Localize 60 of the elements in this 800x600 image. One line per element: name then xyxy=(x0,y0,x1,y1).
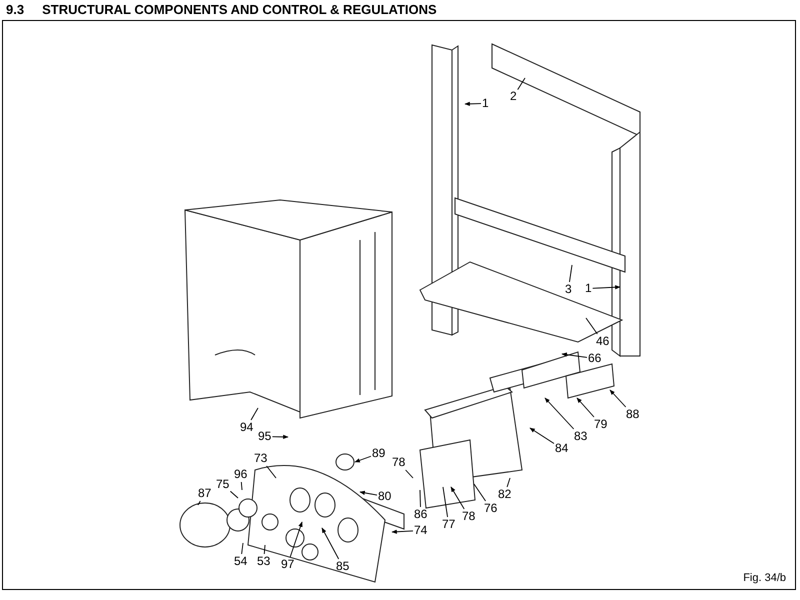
leader-line xyxy=(198,500,201,506)
callout-number: 84 xyxy=(555,442,568,455)
callout-number: 87 xyxy=(198,487,212,500)
leader-line xyxy=(464,102,482,106)
leader-line xyxy=(506,478,510,488)
callout-number: 86 xyxy=(414,508,428,521)
leader-line xyxy=(442,486,448,518)
callout-number: 46 xyxy=(596,335,610,348)
callout-number: 78 xyxy=(462,510,476,523)
leader-line xyxy=(290,522,302,558)
leader-line xyxy=(272,434,289,440)
callout-number: 73 xyxy=(254,452,268,465)
callout-number: 83 xyxy=(574,430,588,443)
leader-line xyxy=(450,486,465,510)
callout-number: 75 xyxy=(216,478,230,491)
leader-line xyxy=(474,484,486,502)
leader-line xyxy=(264,544,266,554)
figure-number: Fig. 34/b xyxy=(743,572,786,584)
leader-line xyxy=(544,398,574,430)
callout-number: 89 xyxy=(372,447,386,460)
leader-line xyxy=(420,490,421,508)
leader-line xyxy=(561,352,588,358)
leader-line xyxy=(517,78,526,90)
callout-number: 66 xyxy=(588,352,602,365)
callout-number: 1 xyxy=(585,282,592,295)
callout-number: 82 xyxy=(498,488,512,501)
callout-number: 74 xyxy=(414,524,428,537)
callout-number: 95 xyxy=(258,430,272,443)
callout-number: 77 xyxy=(442,518,456,531)
callout-number: 78 xyxy=(392,456,406,469)
leader-line xyxy=(530,428,554,444)
callout-number: 1 xyxy=(482,97,489,110)
callout-number: 96 xyxy=(234,468,248,481)
callout-number: 2 xyxy=(510,90,517,103)
leader-line xyxy=(241,542,244,554)
callout-number: 94 xyxy=(240,421,254,434)
callout-number: 88 xyxy=(626,408,640,421)
callout-number: 53 xyxy=(257,555,270,568)
callout-number: 85 xyxy=(336,560,350,573)
leader-line xyxy=(240,482,242,490)
leader-line xyxy=(586,318,598,334)
section-title: 9.3 STRUCTURAL COMPONENTS AND CONTROL & REGULATIONS xyxy=(6,2,437,17)
callout-number: 54 xyxy=(234,555,248,568)
leader-line xyxy=(322,528,340,560)
leader-line xyxy=(359,490,378,496)
leader-line xyxy=(230,490,238,498)
callout-number: 76 xyxy=(484,502,498,515)
leader-line xyxy=(354,456,372,462)
callout-number: 79 xyxy=(594,418,608,431)
leader-line xyxy=(266,466,276,478)
callout-number: 97 xyxy=(281,558,294,571)
leader-line xyxy=(569,264,572,282)
leader-line xyxy=(250,408,258,420)
callout-number: 80 xyxy=(378,490,392,503)
leader-line xyxy=(391,530,414,534)
leader-line xyxy=(610,390,626,408)
leader-line xyxy=(592,285,621,290)
callout-number: 3 xyxy=(565,283,572,296)
leader-line xyxy=(405,470,414,478)
leader-line xyxy=(576,398,594,418)
